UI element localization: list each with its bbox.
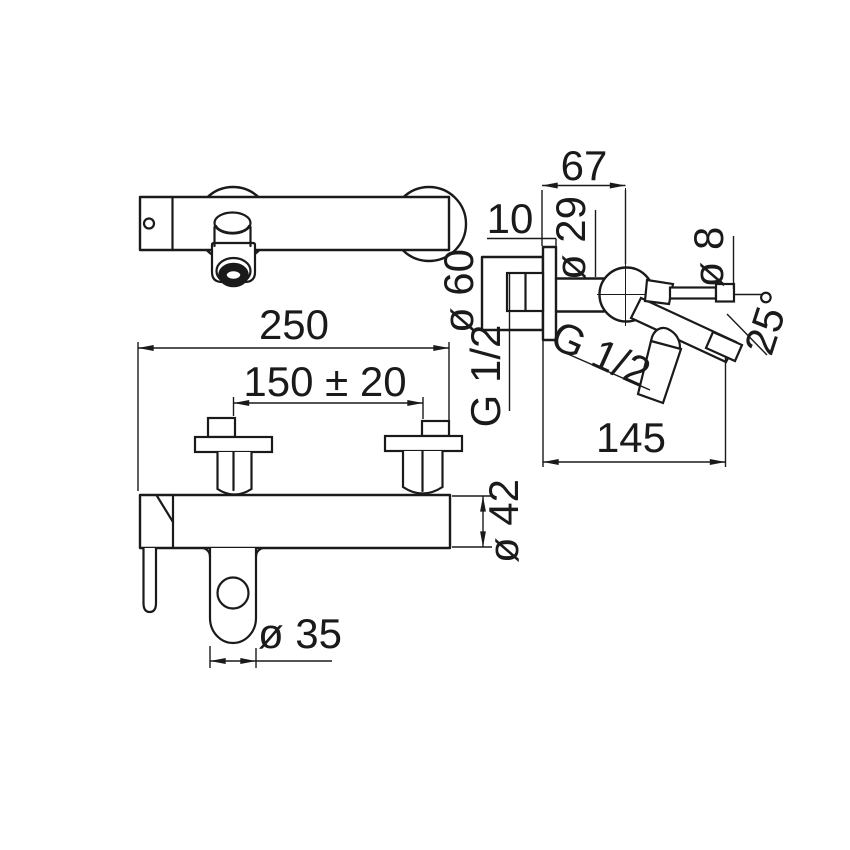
dim-plate-thickness: 10 bbox=[487, 195, 534, 242]
aerator-ring bbox=[218, 262, 249, 288]
side-view: 67 10 ø 29 ø 60 ø 8 bbox=[435, 142, 799, 467]
spout-top-view bbox=[210, 211, 257, 288]
wall-plate bbox=[541, 245, 558, 342]
dim-lever-rod-diameter: ø 8 bbox=[685, 227, 732, 288]
shower-outlet-dome bbox=[649, 326, 682, 349]
lever-rod bbox=[668, 286, 718, 300]
top-view bbox=[138, 185, 468, 288]
lever-tip bbox=[714, 282, 736, 303]
mounting-hole bbox=[142, 217, 156, 230]
dim-inlet-thread: G 1/2 bbox=[462, 325, 509, 428]
dim-spout-angle: 25° bbox=[735, 285, 799, 360]
end-cap-chamfer bbox=[155, 494, 175, 524]
lever-base bbox=[643, 278, 675, 306]
dim-wall-to-center: 67 bbox=[561, 142, 608, 189]
dim-spout-diameter: ø 35 bbox=[258, 610, 342, 657]
dim-flange-diameter: ø 60 bbox=[435, 249, 482, 333]
faucet-body-bar-top bbox=[138, 195, 451, 252]
dim-overall-width: 250 bbox=[259, 301, 329, 348]
dim-outlet-thread: G 1/2 bbox=[544, 311, 657, 396]
spout-front bbox=[201, 546, 265, 645]
front-view: 250 150 ± 20 bbox=[137, 301, 527, 668]
shower-outlet-nipple bbox=[636, 339, 683, 405]
union-flange-left bbox=[193, 435, 274, 454]
spout-ring-detail bbox=[216, 576, 250, 610]
spout-cylinder-lip bbox=[214, 224, 251, 234]
faucet-body-bar-front bbox=[138, 493, 452, 550]
union-thread-right bbox=[420, 419, 451, 438]
union-flange-right bbox=[383, 434, 464, 453]
eccentric-union-left bbox=[193, 416, 274, 496]
dim-body-diameter: ø 42 bbox=[480, 479, 527, 563]
handle-lever-front bbox=[142, 548, 158, 614]
aerator-side bbox=[704, 330, 744, 363]
eccentric-union-right bbox=[383, 419, 464, 495]
union-thread-left bbox=[206, 416, 237, 439]
dim-spout-reach: 145 bbox=[596, 414, 666, 461]
dim-inlet-centers: 150 ± 20 bbox=[243, 358, 406, 405]
